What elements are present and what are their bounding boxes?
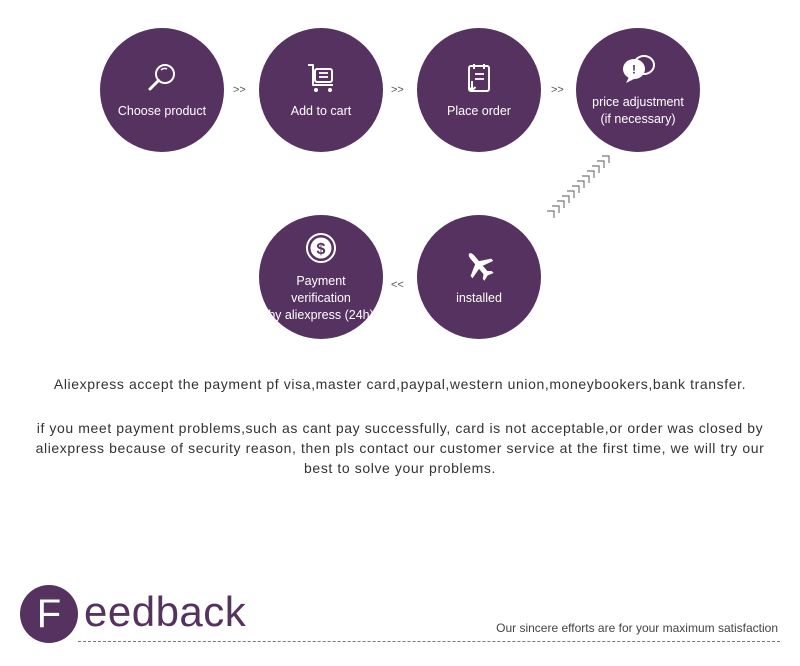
step-label: installed bbox=[456, 290, 502, 305]
order-clipboard-icon bbox=[467, 63, 490, 92]
step-label: Add to cart bbox=[290, 103, 352, 118]
airplane-icon bbox=[468, 252, 494, 281]
svg-text:$: $ bbox=[317, 241, 326, 258]
feedback-logo-circle: F bbox=[20, 585, 78, 643]
step-choose-product: Choose product bbox=[100, 28, 224, 152]
feedback-initial: F bbox=[36, 591, 62, 636]
step-payment-verification: $ Payment verification by aliexpress (24… bbox=[259, 215, 383, 339]
arrow-separator: >> bbox=[391, 84, 404, 96]
step-label: price adjustment (if necessary) bbox=[592, 95, 684, 126]
step-add-to-cart: Add to cart bbox=[259, 28, 383, 152]
arrow-separator: << bbox=[391, 279, 404, 291]
footer-divider bbox=[78, 641, 780, 642]
arrow-separator: >> bbox=[551, 84, 564, 96]
feedback-title: eedback bbox=[84, 588, 247, 635]
payment-methods-text: Aliexpress accept the payment pf visa,ma… bbox=[53, 376, 747, 392]
svg-text:!: ! bbox=[632, 63, 636, 77]
feedback-tagline: Our sincere efforts are for your maximum… bbox=[496, 621, 778, 635]
step-label: Place order bbox=[447, 103, 511, 118]
chat-bubbles-icon: ! bbox=[623, 55, 655, 83]
step-installed: installed bbox=[417, 215, 541, 339]
arrow-separator: >> bbox=[233, 84, 246, 96]
step-label: Payment verification by aliexpress (24h) bbox=[268, 273, 374, 322]
step-price-adjustment: ! price adjustment (if necessary) bbox=[576, 28, 700, 152]
magnifier-icon bbox=[148, 63, 175, 90]
diagonal-arrow bbox=[547, 155, 610, 218]
dollar-coin-icon: $ bbox=[306, 232, 336, 263]
payment-problems-text: if you meet payment problems,such as can… bbox=[35, 420, 765, 476]
step-label: Choose product bbox=[117, 103, 207, 118]
step-place-order: Place order bbox=[417, 28, 541, 152]
cart-icon bbox=[308, 63, 333, 92]
